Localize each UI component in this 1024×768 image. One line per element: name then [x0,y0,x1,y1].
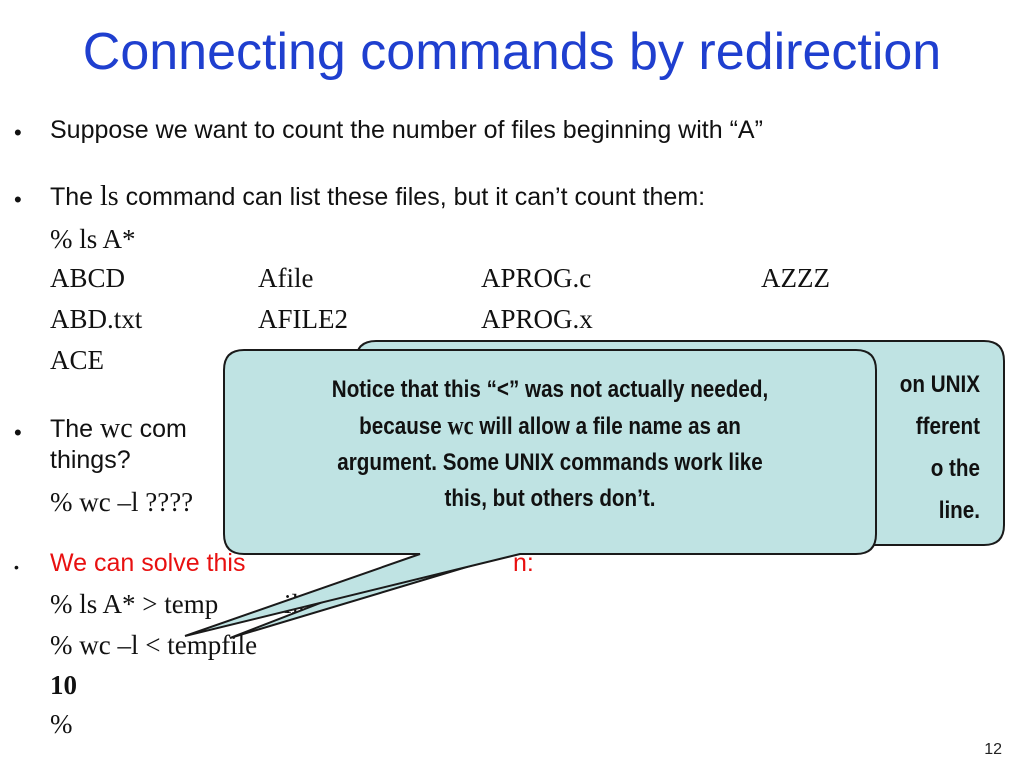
callout-back-line: on UNIX [899,371,980,398]
slide-title: Connecting commands by redirection [82,23,942,81]
callout-front-line-2-suffix: will allow a file name as an [473,413,741,440]
callout-back-line: fferent [915,413,980,440]
bullet-2-suffix: command can list these files, but it can… [118,183,706,211]
callout-front-line-4: this, but others don’t. [444,485,656,512]
shell-prompt: % [50,709,73,739]
callout-front-line-2-prefix: because [359,413,448,440]
callout-front-shape [184,349,877,637]
bullet-dot: • [14,187,22,212]
bullet-1-text: Suppose we want to count the number of f… [50,116,763,144]
bullet-dot: • [14,120,22,145]
wc-code-inline: wc [447,411,474,440]
callout-front-line-2: because wc will allow a file name as an [206,408,894,445]
bullet-2-text: The ls command can list these files, but… [50,181,705,213]
listing-cell: ACE [50,345,104,375]
bullet-dot: • [14,420,22,445]
bullet-2-prefix: The [50,183,101,211]
listing-cell: ABD.txt [50,304,143,334]
bullet-3-visible: com [132,415,187,443]
listing-cell: APROG.x [481,304,593,334]
callout-back-line: line. [938,497,980,524]
ls-command-inline: ls [100,181,119,212]
solution-line-2: % wc –l < tempfile [50,630,258,660]
listing-cell: AFILE2 [258,304,348,334]
bullet-3-text: The wc com [50,413,187,445]
listing-cell: AZZZ [761,263,830,293]
result-value: 10 [50,670,77,700]
solution-line-1: % ls A* > temp [50,589,219,619]
bullet-4-tail: n: [513,549,534,577]
callout-front-line-3: argument. Some UNIX commands work like [337,449,763,476]
callout-back-text: on UNIX fferent o the line. [670,364,980,532]
listing-cell: Afile [258,263,314,293]
page-number: 12 [984,741,1002,758]
callout-front-text: Notice that this “<” was not actually ne… [206,372,894,517]
callout-back-line: o the [930,455,980,482]
bullet-dot: • [14,559,19,575]
listing-cell: APROG.c [481,263,592,293]
bullet-4-text: We can solve this [50,549,246,577]
listing-cell: ABCD [50,263,126,293]
ls-command-line: % ls A* [50,224,136,254]
callout-front-line-1: Notice that this “<” was not actually ne… [331,376,769,403]
wc-command-partial: % wc –l ???? [50,487,194,517]
bullet-3-prefix: The [50,415,101,443]
bullet-3-line2: things? [50,446,131,474]
wc-command-inline: wc [100,413,133,444]
